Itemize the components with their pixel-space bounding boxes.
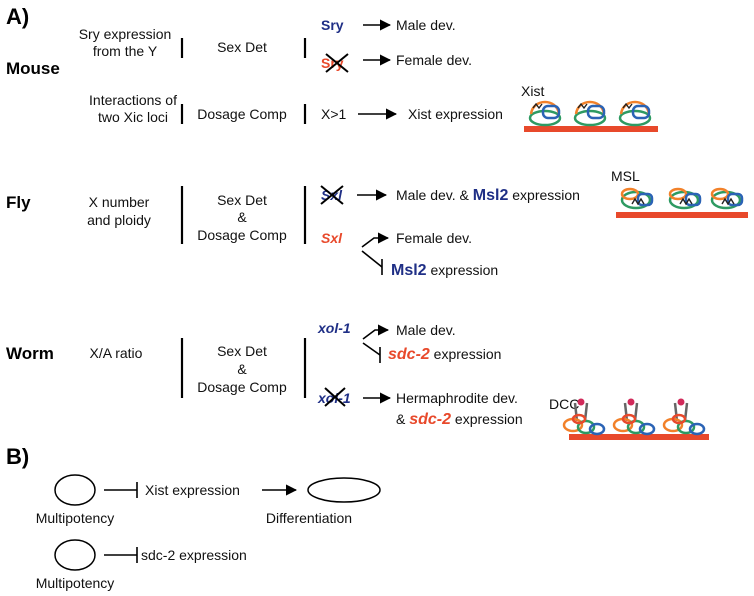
panel-b-label: B) [6,444,29,469]
mouse-x-count: X>1 [321,106,347,122]
fly-process-line3: Dosage Comp [197,227,287,243]
fly-male-outcome-text: Male dev. & [396,187,473,203]
msl-complex-label: MSL [611,168,640,184]
fly-msl2-repressed-expression-text: expression [427,262,499,278]
worm-process-line1: Sex Det [217,343,267,359]
mouse-row2-signal-line2: two Xic loci [98,109,168,125]
worm-xol1-cross-icon [324,387,346,407]
worm-xol1-repression-line [362,342,381,356]
fly-msl2-repressed-gene: Msl2 [391,262,427,279]
worm-sdc2-active: & sdc-2 expression [396,411,523,428]
worm-sdc2-repressed: sdc-2 expression [388,346,501,363]
worm-sdc2-active-gene: sdc-2 [409,411,451,428]
mouse-row1-signal-line1: Sry expression [79,26,172,42]
mouse-row1-signal-line2: from the Y [93,43,158,59]
panel-a-label: A) [6,4,29,29]
fly-signal-line2: and ploidy [87,212,151,228]
fly-process-line2: & [237,209,247,225]
dcc-complex-icon [562,398,706,436]
worm-amp-text: & [396,411,409,427]
worm-xol1-arrow-male [362,324,390,340]
fly-signal-line1: X number [89,194,150,210]
worm-process-line2: & [237,361,247,377]
mouse-x-chromosome [524,126,658,132]
xist-complex-icon [528,100,652,127]
dcc-complex-label: DCC [549,396,579,412]
fly-x-chromosome [616,212,748,218]
msl-complex-icon [620,187,744,210]
multipotent-cell-icon [54,474,96,506]
fly-female-outcome: Female dev. [396,230,472,246]
fly-organism-label: Fly [6,193,31,212]
worm-male-outcome: Male dev. [396,322,456,338]
b-row1-cell-label: Multipotency [36,510,115,526]
worm-sdc2-active-expression-text: expression [451,411,523,427]
fly-sxl-cross-icon [320,185,344,205]
mouse-sry-gene: Sry [321,17,344,33]
mouse-organism-label: Mouse [6,59,60,78]
b-row2-cell-label: Multipotency [36,575,115,591]
mouse-row1-process: Sex Det [217,39,267,55]
mouse-sry-cross-icon [325,53,349,73]
worm-organism-label: Worm [6,344,54,363]
fly-sxl-arrow-female [361,232,390,248]
worm-process-line3: Dosage Comp [197,379,287,395]
multipotent-cell-icon-2 [54,539,96,571]
fly-msl2-gene: Msl2 [473,187,509,204]
fly-msl2-expression-text: expression [508,187,580,203]
fly-male-outcome: Male dev. & Msl2 expression [396,187,580,204]
b-row1-target: Xist expression [145,482,240,498]
fly-sxl-repression-line [361,250,383,268]
b-row1-result-label: Differentiation [266,510,352,526]
worm-sdc2-repressed-expression-text: expression [430,346,502,362]
fly-msl2-repressed: Msl2 expression [391,262,498,279]
mouse-female-outcome: Female dev. [396,52,472,68]
mouse-row2-process: Dosage Comp [197,106,287,122]
mouse-sry-absent-gene: Sry [321,55,344,71]
worm-sdc2-repressed-gene: sdc-2 [388,346,430,363]
worm-xol1-gene: xol-1 [317,320,351,336]
xist-complex-label: Xist [521,83,544,99]
differentiated-cell-icon [307,477,381,503]
mouse-row2-signal-line1: Interactions of [89,92,177,108]
worm-signal: X/A ratio [90,345,143,361]
worm-x-chromosome [569,434,709,440]
mouse-male-outcome: Male dev. [396,17,456,33]
b-row2-target: sdc-2 expression [141,547,247,563]
fly-sxl-gene: Sxl [321,230,343,246]
fly-process-line1: Sex Det [217,192,267,208]
mouse-xist-outcome: Xist expression [408,106,503,122]
worm-herm-outcome: Hermaphrodite dev. [396,390,518,406]
